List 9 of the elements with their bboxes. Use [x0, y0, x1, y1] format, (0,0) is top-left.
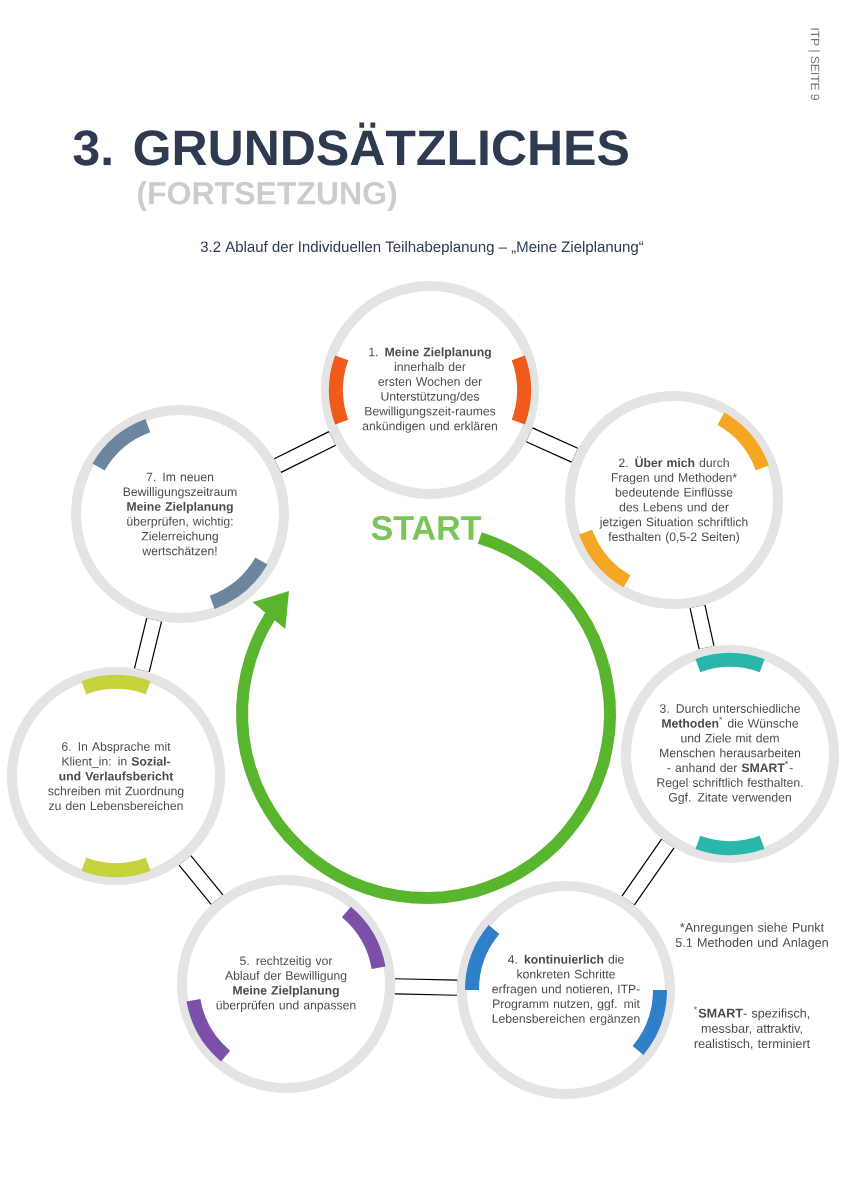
- chain-link: [274, 431, 336, 473]
- start-label: START: [371, 515, 482, 541]
- chain-link: [394, 978, 458, 996]
- heading: 3. GRUNDSÄTZLICHES: [73, 122, 628, 166]
- chain-link: [621, 838, 675, 906]
- chain-link: [178, 855, 224, 905]
- chain-link: [526, 427, 578, 463]
- chain-link: [689, 604, 715, 650]
- chain-link: [133, 617, 163, 673]
